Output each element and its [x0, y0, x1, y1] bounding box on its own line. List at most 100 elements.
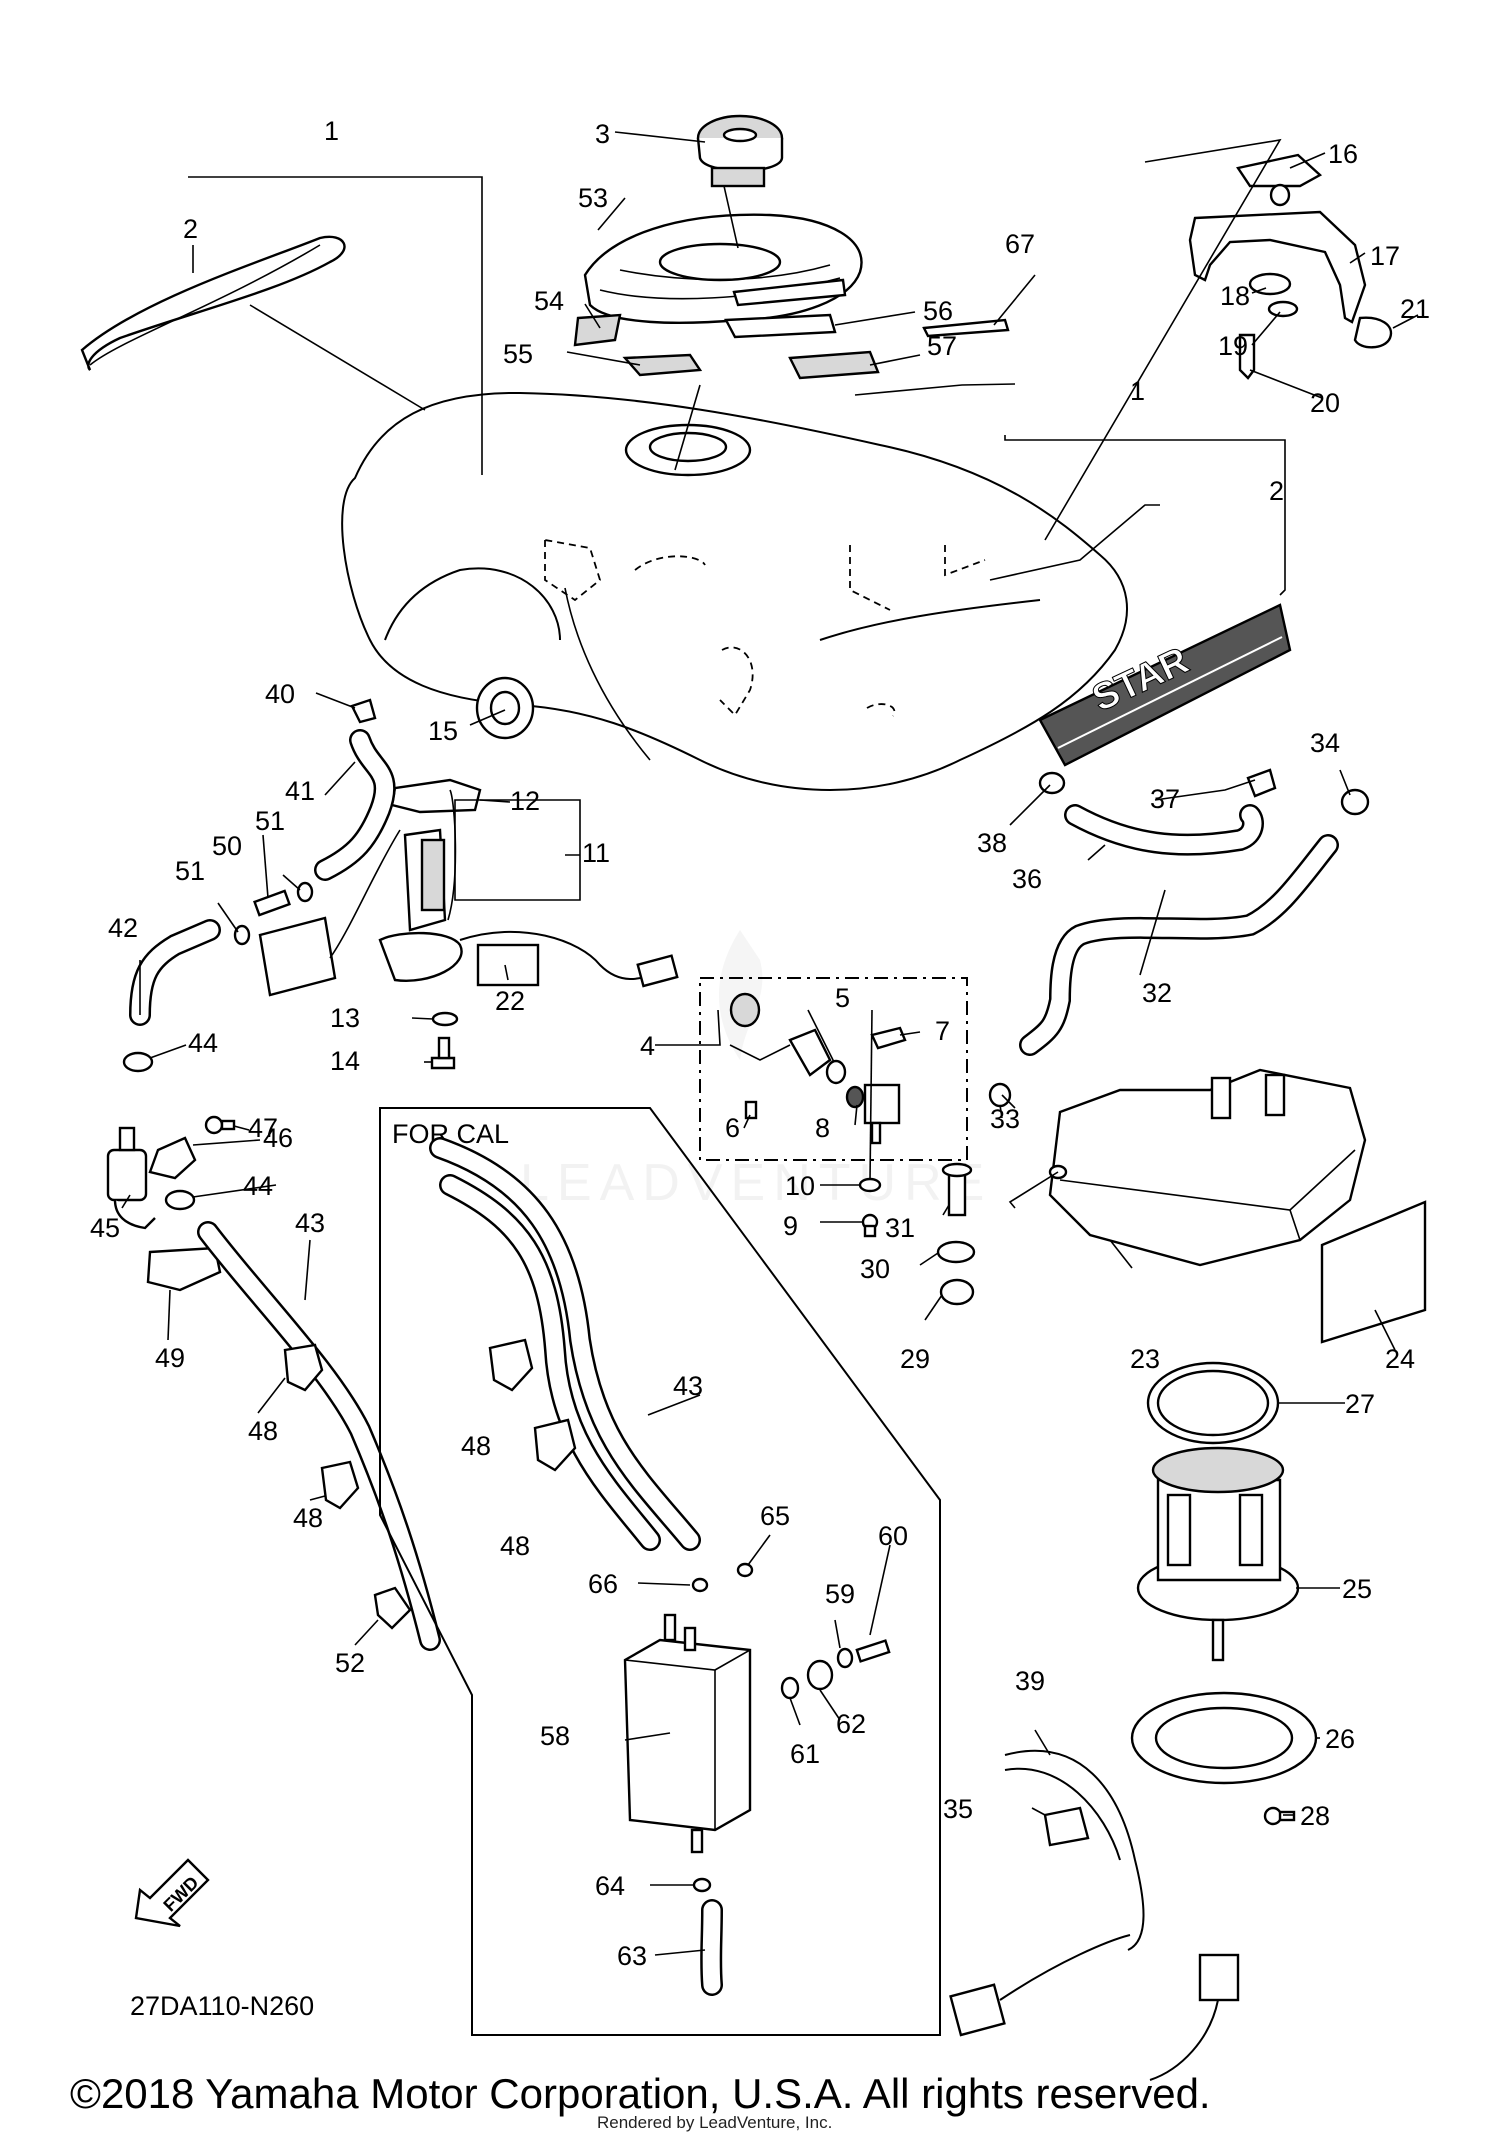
part-label-19: 19: [1218, 331, 1248, 361]
collar-30[interactable]: [936, 1240, 976, 1264]
fuel-cap[interactable]: [696, 114, 784, 249]
hose-41[interactable]: [314, 729, 396, 881]
fuel-filter-45[interactable]: [106, 1126, 156, 1230]
part-label-49: 49: [155, 1343, 185, 1373]
grommet-15[interactable]: [475, 676, 535, 740]
clip-51[interactable]: [233, 881, 314, 946]
seal-27[interactable]: [1146, 1361, 1280, 1445]
part-label-35: 35: [943, 1794, 973, 1824]
clamp-37[interactable]: [1246, 768, 1277, 798]
petcock-group-box: [699, 977, 968, 1161]
harness-connector[interactable]: [459, 930, 679, 988]
bolt-31[interactable]: [941, 1162, 973, 1217]
canister-58[interactable]: [623, 1613, 752, 1854]
fuel-pump-25[interactable]: [1136, 1446, 1300, 1662]
part-label-63: 63: [617, 1941, 647, 1971]
part-label-23: 23: [1130, 1344, 1160, 1374]
clamp-48-left[interactable]: [283, 1343, 360, 1510]
clip-65-66[interactable]: [691, 1562, 754, 1593]
tank-cover[interactable]: [583, 213, 863, 324]
bolt-28[interactable]: [1263, 1806, 1296, 1826]
screw-9[interactable]: [861, 1213, 879, 1238]
part-label-21: 21: [1400, 294, 1430, 324]
fuel-sender-unit[interactable]: [258, 778, 482, 997]
copyright-notice: ©2018 Yamaha Motor Corporation, U.S.A. A…: [70, 2070, 1211, 2117]
part-label-26: 26: [1325, 1724, 1355, 1754]
bolt-60[interactable]: [855, 1639, 891, 1663]
clip-52[interactable]: [373, 1586, 412, 1630]
part-label-43: 43: [295, 1208, 325, 1238]
part-label-65: 65: [760, 1501, 790, 1531]
grommet-61-62[interactable]: [780, 1659, 834, 1700]
clamp-48-cal[interactable]: [488, 1338, 577, 1472]
clip-35[interactable]: [1043, 1806, 1090, 1847]
part-label-28: 28: [1300, 1801, 1330, 1831]
part-label-53: 53: [578, 183, 608, 213]
part-label-33: 33: [990, 1104, 1020, 1134]
nut-29[interactable]: [939, 1278, 975, 1306]
part-label-52: 52: [335, 1648, 365, 1678]
rivet-47[interactable]: [204, 1115, 236, 1135]
part-label-31: 31: [885, 1213, 915, 1243]
part-label-34: 34: [1310, 728, 1340, 758]
watermark-logo: LEADVENTURE: [520, 930, 984, 1212]
part-label-30: 30: [860, 1254, 890, 1284]
clamp-38[interactable]: [1038, 771, 1066, 795]
part-label-59: 59: [825, 1579, 855, 1609]
plate-26[interactable]: [1130, 1691, 1318, 1785]
clamp-49[interactable]: [146, 1246, 222, 1292]
fuel-tank-bottom-23[interactable]: [1048, 1068, 1367, 1267]
part-label-6: 6: [725, 1113, 740, 1143]
part-label-1b: 1: [1130, 376, 1145, 406]
bracket-assembly[interactable]: [1188, 153, 1393, 380]
part-label-42: 42: [108, 913, 138, 943]
clip-46[interactable]: [148, 1136, 197, 1180]
part-label-38: 38: [977, 828, 1007, 858]
hose-63[interactable]: [700, 1899, 723, 1996]
part-label-1: 1: [324, 116, 339, 146]
part-label-11: 11: [582, 838, 610, 868]
part-label-55: 55: [503, 339, 533, 369]
part-label-44: 44: [188, 1028, 218, 1058]
part-label-9: 9: [783, 1211, 798, 1241]
hose-32[interactable]: [1019, 834, 1339, 1056]
fitting-50[interactable]: [253, 889, 291, 917]
part-label-27: 27: [1345, 1389, 1375, 1419]
hose-36[interactable]: [1064, 804, 1264, 856]
washer-10[interactable]: [858, 1177, 882, 1193]
tank-hidden-outlines: [544, 538, 986, 717]
part-label-39: 39: [1015, 1666, 1045, 1696]
leader-lines: [121, 131, 1419, 1956]
part-label-45: 45: [90, 1213, 120, 1243]
diagram-code: 27DA110-N260: [130, 1991, 314, 2021]
clamp-44[interactable]: [122, 1051, 196, 1211]
clamp-33[interactable]: [988, 1082, 1012, 1108]
clamp-34[interactable]: [1340, 788, 1370, 816]
side-cover-left: [80, 235, 346, 371]
part-label-51b: 51: [175, 856, 205, 886]
clip-64[interactable]: [692, 1877, 712, 1893]
part-label-32: 32: [1142, 978, 1172, 1008]
part-label-58: 58: [540, 1721, 570, 1751]
fuel-tank[interactable]: [341, 391, 1128, 791]
wire-harness-39[interactable]: [949, 1749, 1240, 2081]
hose-43-cal[interactable]: [429, 1137, 701, 1551]
washer-59[interactable]: [836, 1647, 854, 1669]
part-label-8: 8: [815, 1113, 830, 1143]
part-label-46: 46: [263, 1123, 293, 1153]
clamp-40[interactable]: [350, 698, 377, 724]
part-label-36: 36: [1012, 864, 1042, 894]
part-label-25: 25: [1342, 1574, 1372, 1604]
fwd-arrow: FWD: [134, 1858, 210, 1928]
washer-13[interactable]: [431, 1011, 459, 1027]
part-label-47: 47: [248, 1113, 278, 1143]
hose-42[interactable]: [129, 919, 221, 1026]
part-number-labels: 1 2 3 53 54 55 56 57 67 16 17 18 19 20 2…: [90, 116, 1430, 1971]
part-label-16: 16: [1328, 139, 1358, 169]
hose-43-left[interactable]: [197, 1221, 441, 1651]
protector-24[interactable]: [1320, 1200, 1427, 1344]
petcock-parts[interactable]: [729, 992, 907, 1145]
part-label-48d: 48: [500, 1531, 530, 1561]
for-cal-box: FOR CAL: [379, 1107, 941, 2036]
bolt-14[interactable]: [430, 1036, 456, 1070]
